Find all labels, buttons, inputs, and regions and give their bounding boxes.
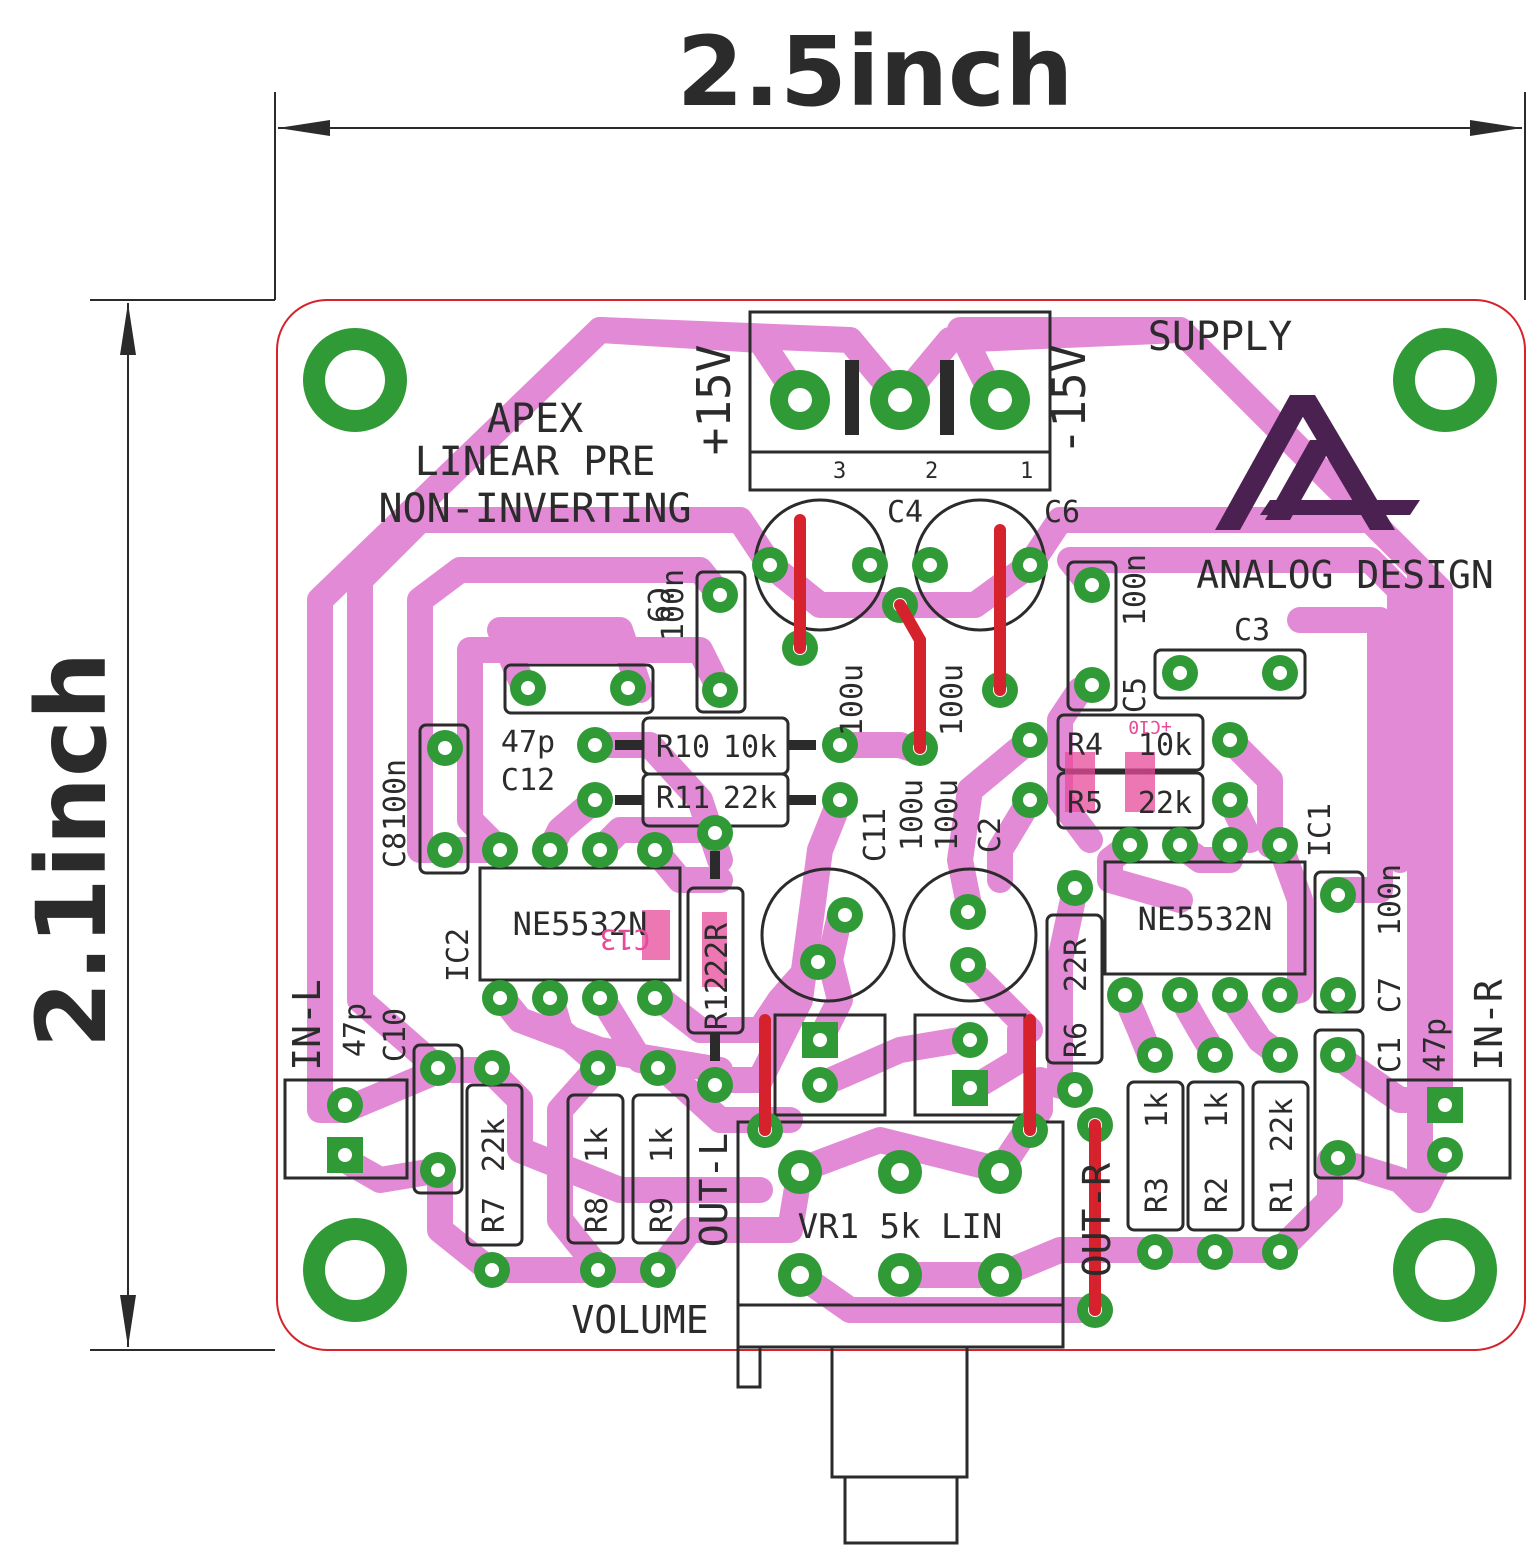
- label-c8: C8: [378, 832, 413, 868]
- width-label: 2.5inch: [677, 16, 1074, 128]
- label-r5-val: 22k: [1138, 786, 1192, 821]
- label-c7-val: 100n: [1373, 864, 1408, 936]
- label-c5-val: 100n: [1118, 554, 1153, 626]
- jumper-wires: [759, 514, 1101, 1316]
- label-c4-val: 100u: [835, 664, 870, 736]
- label-r7: R7: [477, 1197, 512, 1233]
- label-c8-val: 100n: [378, 759, 413, 831]
- label-c4: C4: [887, 495, 923, 530]
- label-r11: R11: [656, 781, 710, 816]
- ic1-part: NE5532N: [1138, 900, 1273, 938]
- label-c2-val: 100u: [930, 779, 965, 851]
- supply-pin1: 1: [1020, 459, 1033, 484]
- label-c6: C6: [1044, 495, 1080, 530]
- label-c9: C9: [640, 587, 675, 623]
- pads: [303, 328, 1497, 1328]
- label-r10-val: 10k: [723, 730, 777, 765]
- label-c12-val: 47p: [501, 725, 555, 760]
- label-ic2: IC2: [441, 928, 476, 982]
- supply-pin3: 3: [833, 459, 846, 484]
- analog-design-logo: ANALOG DESIGN: [1196, 395, 1494, 597]
- label-c6-val: 100u: [935, 664, 970, 736]
- label-in-r: IN-R: [1467, 979, 1511, 1071]
- label-c7: C7: [1373, 977, 1408, 1013]
- label-c13-mirror: C13: [600, 923, 651, 956]
- supply-minus-label: -15V: [1042, 345, 1096, 456]
- supply-plus-label: +15V: [687, 345, 741, 456]
- label-vr1: VR1 5k LIN: [798, 1207, 1003, 1247]
- label-c3: C3: [1234, 613, 1270, 648]
- label-r5: R5: [1067, 786, 1103, 821]
- title-line3: NON-INVERTING: [378, 486, 691, 532]
- label-c10-mirror: +C10: [1128, 716, 1171, 737]
- ic2-part: NE5532N: [513, 905, 648, 943]
- label-r2: R2: [1200, 1177, 1235, 1213]
- label-r11-val: 22k: [723, 781, 777, 816]
- label-r8: R8: [580, 1197, 615, 1233]
- label-c2: C2: [973, 817, 1008, 853]
- label-c10: C10: [378, 1008, 413, 1062]
- label-ic1: IC1: [1303, 803, 1338, 857]
- label-r3-val: 1k: [1140, 1092, 1175, 1128]
- label-r9-val: 1k: [645, 1127, 680, 1163]
- supply-label: SUPPLY: [1148, 314, 1293, 360]
- label-r8-val: 1k: [580, 1127, 615, 1163]
- label-r9: R9: [645, 1197, 680, 1233]
- height-label: 2.1inch: [16, 652, 128, 1049]
- silkscreen-text: APEX LINEAR PRE NON-INVERTING SUPPLY +15…: [285, 314, 1511, 1342]
- dimension-height: 2.1inch: [16, 299, 275, 1351]
- hatched-markers: [642, 752, 1155, 987]
- title-line1: APEX: [487, 396, 583, 442]
- label-r4-val: 10k: [1138, 728, 1192, 763]
- label-r4: R4: [1067, 728, 1103, 763]
- label-r6-val: 22R: [1059, 937, 1094, 992]
- title-line2: LINEAR PRE: [415, 439, 656, 485]
- label-r6: R6: [1059, 1022, 1094, 1058]
- label-r12-val: 22R: [700, 922, 735, 977]
- supply-pin2: 2: [925, 459, 938, 484]
- label-r1: R1: [1265, 1177, 1300, 1213]
- dimension-width: 2.5inch: [274, 16, 1526, 300]
- label-r1-val: 22k: [1265, 1098, 1300, 1152]
- label-c11: C11: [858, 808, 893, 862]
- label-c12: C12: [501, 763, 555, 798]
- label-r12: R12: [700, 976, 735, 1030]
- label-volume: VOLUME: [571, 1298, 708, 1342]
- label-out-l: OUT-L: [692, 1133, 736, 1247]
- label-c5: C5: [1118, 677, 1153, 713]
- label-c1: C1: [1373, 1037, 1408, 1073]
- label-c1-val: 47p: [1418, 1018, 1453, 1072]
- label-out-r: OUT-R: [1075, 1163, 1119, 1278]
- label-r10: R10: [656, 730, 710, 765]
- label-r2-val: 1k: [1200, 1092, 1235, 1128]
- label-c10-val: 47p: [338, 1003, 373, 1057]
- brand-name: ANALOG DESIGN: [1196, 553, 1493, 597]
- label-r3: R3: [1140, 1177, 1175, 1213]
- label-in-l: IN-L: [285, 979, 329, 1071]
- label-r7-val: 22k: [477, 1118, 512, 1172]
- label-c11-val: 100u: [895, 779, 930, 851]
- lead-bars: [615, 740, 816, 1061]
- label-c9-val: 100n: [656, 569, 691, 641]
